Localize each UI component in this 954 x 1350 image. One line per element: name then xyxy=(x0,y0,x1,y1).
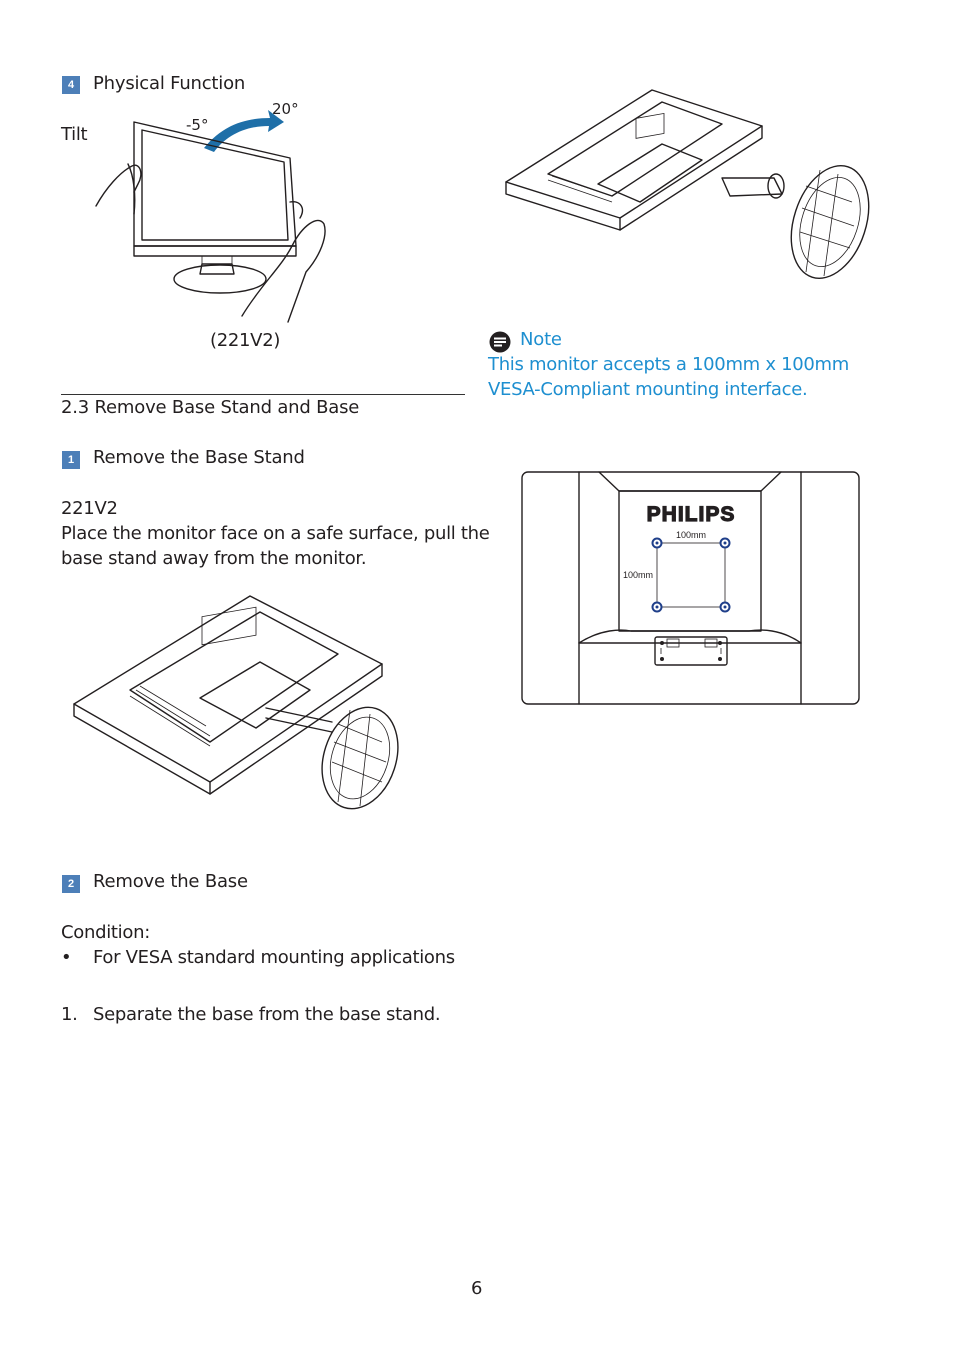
tilt-caption: (221V2) xyxy=(210,330,281,351)
model-label: 221V2 xyxy=(61,498,118,519)
list-number-1: 1. xyxy=(61,1004,78,1025)
base-separated-illustration xyxy=(505,89,870,279)
dim-horizontal-label: 100mm xyxy=(676,530,706,540)
section-heading: 2.3 Remove Base Stand and Base xyxy=(61,397,360,418)
section-divider xyxy=(61,394,465,395)
physical-function-heading: Physical Function xyxy=(93,73,246,94)
tilt-label: Tilt xyxy=(61,124,88,145)
tilt-angle-forward: -5° xyxy=(186,116,209,134)
separate-base-instruction: Separate the base from the base stand. xyxy=(93,1004,441,1025)
philips-brand: PHILIPS xyxy=(647,503,736,526)
step-badge-1: 1 xyxy=(62,451,80,469)
remove-base-heading: Remove the Base xyxy=(93,871,248,892)
note-line1: This monitor accepts a 100mm x 100mm xyxy=(488,354,850,375)
remove-base-stand-illustration xyxy=(73,595,399,810)
step1-body-line2: base stand away from the monitor. xyxy=(61,548,367,569)
bullet-mark: • xyxy=(61,947,72,968)
note-icon xyxy=(489,331,511,353)
tilt-illustration xyxy=(95,110,326,323)
step1-body-line1: Place the monitor face on a safe surface… xyxy=(61,523,490,544)
vesa-condition-bullet: For VESA standard mounting applications xyxy=(93,947,455,968)
page-number: 6 xyxy=(471,1278,483,1299)
tilt-angle-back: 20° xyxy=(272,100,299,118)
step-badge-2: 2 xyxy=(62,875,80,893)
step-badge-4: 4 xyxy=(62,76,80,94)
note-line2: VESA-Compliant mounting interface. xyxy=(488,379,808,400)
note-title: Note xyxy=(520,329,562,350)
dim-vertical-label: 100mm xyxy=(623,570,653,580)
condition-label: Condition: xyxy=(61,922,150,943)
vesa-mounting-illustration: PHILIPS 100mm 100mm xyxy=(521,471,860,705)
remove-base-stand-heading: Remove the Base Stand xyxy=(93,447,305,468)
